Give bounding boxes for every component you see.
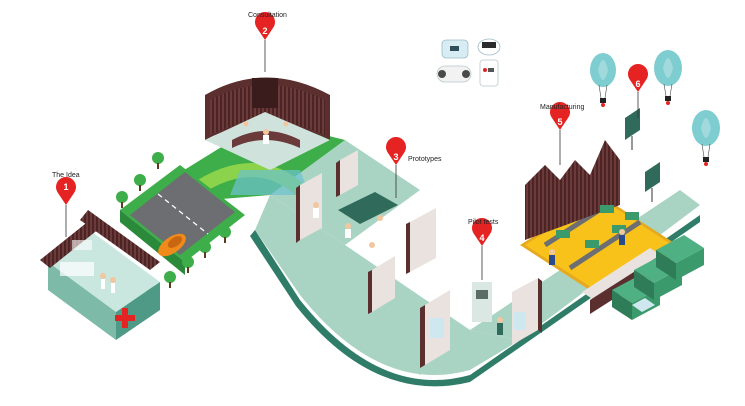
balloons — [590, 50, 720, 166]
idea-building — [40, 210, 160, 340]
table — [338, 192, 398, 224]
hot-air-balloon-icon — [692, 110, 720, 166]
step-marker-3: 3 — [386, 137, 406, 165]
step-marker-4: 4 — [472, 218, 492, 246]
tree-icon — [164, 271, 176, 288]
consultation-building — [205, 77, 330, 170]
hospital-cross-icon — [115, 308, 135, 328]
tree-icon — [152, 152, 164, 169]
step-number: 5 — [557, 117, 562, 127]
step-number: 3 — [393, 152, 398, 162]
hot-air-balloon-icon — [590, 53, 616, 107]
kiosk — [472, 282, 492, 322]
step-label-idea: The Idea — [52, 172, 80, 179]
step-marker-6: 6 — [628, 63, 648, 92]
step-number: 2 — [262, 26, 267, 36]
billboard-icon — [625, 108, 640, 150]
step-label-consultation: Consultation — [248, 12, 287, 19]
tree-icon — [134, 174, 146, 191]
step-number: 6 — [635, 79, 640, 89]
door — [252, 78, 278, 108]
roof — [40, 220, 100, 268]
hot-air-balloon-icon — [654, 50, 682, 105]
step-number: 1 — [63, 182, 68, 192]
car-icon — [158, 233, 186, 257]
tree-icon — [219, 226, 231, 243]
pond — [230, 170, 310, 195]
step-marker-1: 1 — [56, 177, 76, 205]
pilot-tests-area — [420, 278, 542, 368]
devices — [436, 38, 501, 87]
billboards — [625, 108, 660, 202]
tree-icon — [182, 256, 194, 273]
road-section — [120, 165, 245, 275]
step-label-prototypes: Prototypes — [408, 156, 442, 163]
truck-icon — [656, 235, 704, 280]
prototypes-area — [296, 150, 436, 314]
device-icon — [441, 39, 469, 59]
factory-wall — [525, 140, 620, 240]
device-icon — [477, 38, 501, 56]
tree-icon — [199, 241, 211, 258]
step-label-manufacturing: Manufacturing — [540, 104, 585, 111]
step-marker-5: 5 — [550, 101, 570, 130]
device-icon — [479, 59, 499, 87]
trucks — [612, 235, 704, 320]
tree-icon — [116, 191, 128, 208]
billboard-icon — [645, 162, 660, 202]
step-label-pilot-tests: Pilot tests — [468, 219, 499, 226]
device-icon — [436, 65, 472, 83]
step-number: 4 — [479, 233, 484, 243]
marker-lines — [65, 40, 639, 280]
step-marker-2: 2 — [255, 12, 275, 41]
